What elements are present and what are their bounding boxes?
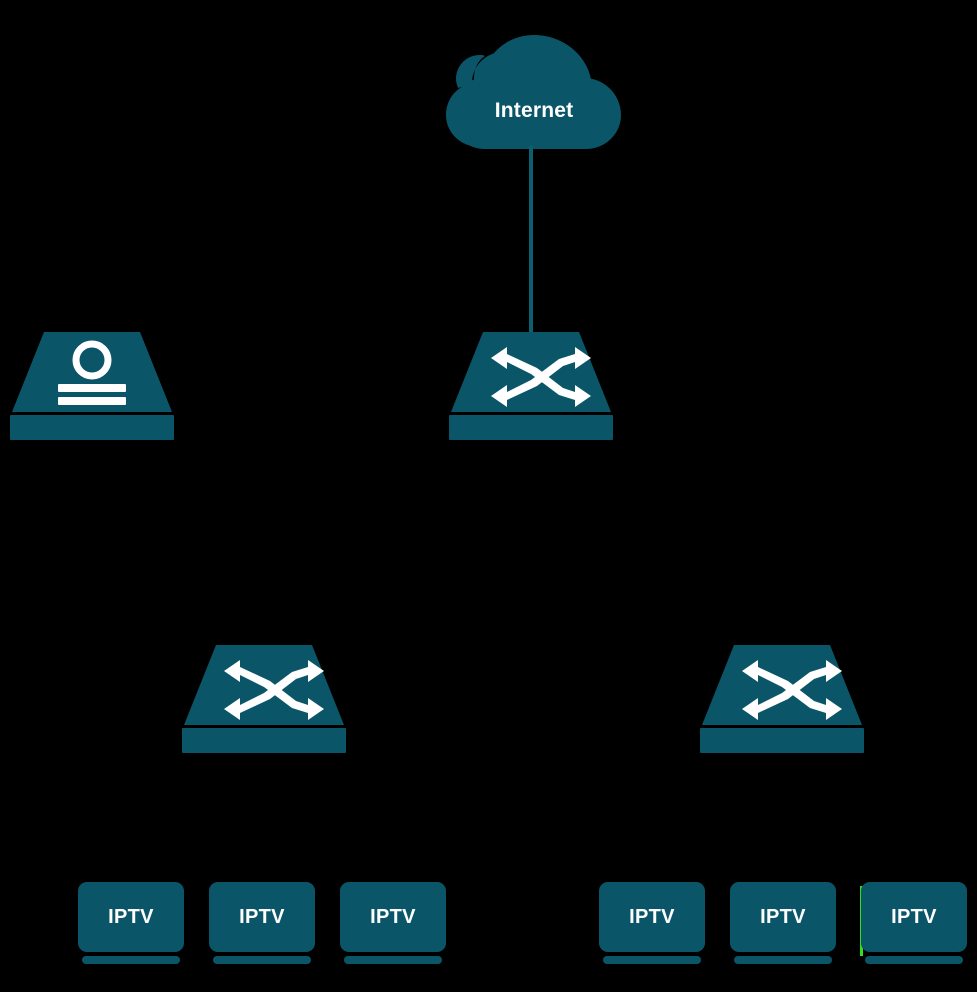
- iptv-stand: [82, 956, 180, 964]
- iptv-endpoint[interactable]: IPTV: [599, 882, 705, 964]
- iptv-label: IPTV: [760, 906, 806, 928]
- iptv-endpoint[interactable]: IPTV: [730, 882, 836, 964]
- iptv-screen: IPTV: [599, 882, 705, 952]
- iptv-label: IPTV: [629, 906, 675, 928]
- internet-cloud-node[interactable]: Internet: [444, 33, 624, 155]
- iptv-endpoint[interactable]: IPTV: [209, 882, 315, 964]
- iptv-label: IPTV: [108, 906, 154, 928]
- iptv-stand: [734, 956, 832, 964]
- iptv-stand: [344, 956, 442, 964]
- iptv-stand: [213, 956, 311, 964]
- switch-icon: [449, 332, 613, 440]
- server-node[interactable]: [6, 330, 178, 442]
- iptv-screen: IPTV: [209, 882, 315, 952]
- cloud-icon: [446, 35, 621, 149]
- iptv-endpoint[interactable]: IPTV: [340, 882, 446, 964]
- link-cloud-to-core-switch: [529, 146, 533, 338]
- switch-icon: [182, 645, 346, 753]
- iptv-label: IPTV: [239, 906, 285, 928]
- iptv-stand: [865, 956, 963, 964]
- iptv-stand: [603, 956, 701, 964]
- iptv-screen: IPTV: [340, 882, 446, 952]
- iptv-endpoint[interactable]: IPTV: [78, 882, 184, 964]
- iptv-endpoint[interactable]: IPTV: [860, 882, 967, 964]
- server-icon: [10, 332, 174, 440]
- switch-icon: [700, 645, 864, 753]
- iptv-screen: IPTV: [730, 882, 836, 952]
- core-switch-node[interactable]: [445, 330, 617, 442]
- iptv-label: IPTV: [370, 906, 416, 928]
- iptv-label: IPTV: [891, 906, 937, 928]
- iptv-screen: IPTV: [861, 882, 967, 952]
- iptv-screen: IPTV: [78, 882, 184, 952]
- access-switch-left-node[interactable]: [178, 643, 350, 755]
- access-switch-right-node[interactable]: [696, 643, 868, 755]
